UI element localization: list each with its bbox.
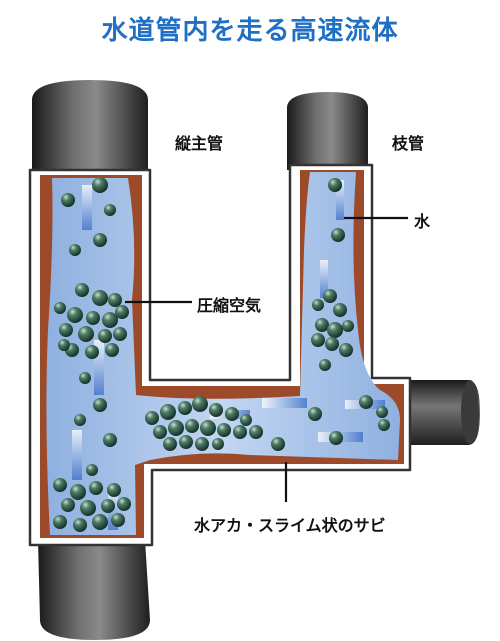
water-interior	[46, 172, 401, 535]
side-pipe-end	[398, 380, 480, 445]
air-bubble	[92, 514, 108, 530]
air-bubble	[328, 178, 342, 192]
air-bubble	[86, 464, 98, 476]
air-bubble	[179, 435, 193, 449]
label-compressed-air: 圧縮空気	[197, 296, 262, 315]
air-bubble	[212, 438, 224, 450]
air-bubble	[103, 433, 117, 447]
air-bubble	[117, 497, 131, 511]
air-bubbles	[53, 177, 390, 532]
air-bubble	[107, 483, 121, 497]
air-bubble	[233, 425, 247, 439]
label-water: 水	[414, 212, 431, 231]
air-bubble	[342, 320, 354, 332]
air-bubble	[160, 404, 176, 420]
leader-lines	[125, 216, 408, 502]
air-bubble	[249, 425, 263, 439]
air-bubble	[93, 398, 107, 412]
air-bubble	[311, 333, 325, 347]
air-bubble	[74, 414, 86, 426]
air-bubble	[80, 500, 96, 516]
main-pipe-bottom-end	[38, 540, 150, 640]
air-bubble	[168, 420, 184, 436]
air-bubble	[67, 307, 83, 323]
air-bubble	[325, 337, 339, 351]
air-bubble	[200, 420, 216, 436]
air-bubble	[217, 423, 231, 437]
air-bubble	[111, 513, 125, 527]
air-bubble	[359, 395, 373, 409]
label-main-pipe: 縦主管	[175, 134, 224, 153]
air-bubble	[178, 401, 192, 415]
air-bubble	[86, 311, 100, 325]
air-bubble	[312, 299, 324, 311]
air-bubble	[78, 326, 94, 342]
air-bubble	[89, 481, 103, 495]
air-bubble	[98, 329, 112, 343]
air-bubble	[185, 419, 199, 433]
air-bubble	[378, 419, 390, 431]
label-scale: 水アカ・スライム状のサビ	[194, 516, 386, 535]
air-bubble	[102, 312, 118, 328]
air-bubble	[73, 518, 87, 532]
air-bubble	[79, 372, 91, 384]
air-bubble	[319, 359, 331, 371]
air-bubble	[240, 414, 252, 426]
air-bubble	[327, 322, 343, 338]
air-bubble	[308, 407, 322, 421]
air-bubble	[376, 406, 388, 418]
air-bubble	[69, 244, 81, 256]
air-bubble	[108, 293, 122, 307]
air-bubble	[225, 407, 239, 421]
air-bubble	[209, 403, 223, 417]
air-bubble	[163, 437, 177, 451]
air-bubble	[115, 305, 129, 319]
branch-pipe-top-end	[287, 92, 368, 170]
air-bubble	[333, 303, 347, 317]
air-bubble	[339, 343, 353, 357]
air-bubble	[329, 431, 343, 445]
air-bubble	[105, 343, 119, 357]
air-bubble	[92, 177, 108, 193]
air-bubble	[101, 499, 115, 513]
air-bubble	[58, 339, 70, 351]
air-bubble	[323, 289, 337, 303]
air-bubble	[104, 204, 116, 216]
air-bubble	[92, 290, 108, 306]
air-bubble	[195, 437, 209, 451]
air-bubble	[61, 193, 75, 207]
label-branch-pipe: 枝管	[392, 134, 425, 153]
page-title: 水道管内を走る高速流体	[101, 16, 399, 46]
air-bubble	[113, 327, 127, 341]
air-bubble	[145, 411, 159, 425]
air-bubble	[93, 233, 107, 247]
air-bubble	[70, 484, 86, 500]
air-bubble	[153, 425, 167, 439]
air-bubble	[192, 396, 208, 412]
air-bubble	[61, 498, 75, 512]
air-bubble	[54, 302, 66, 314]
air-bubble	[59, 323, 73, 337]
air-bubble	[85, 345, 99, 359]
air-bubble	[53, 478, 67, 492]
air-bubble	[271, 437, 285, 451]
air-bubble	[315, 318, 329, 332]
air-bubble	[53, 515, 67, 529]
air-bubble	[75, 283, 89, 297]
air-bubble	[331, 228, 345, 242]
main-pipe-top-end	[32, 80, 148, 175]
